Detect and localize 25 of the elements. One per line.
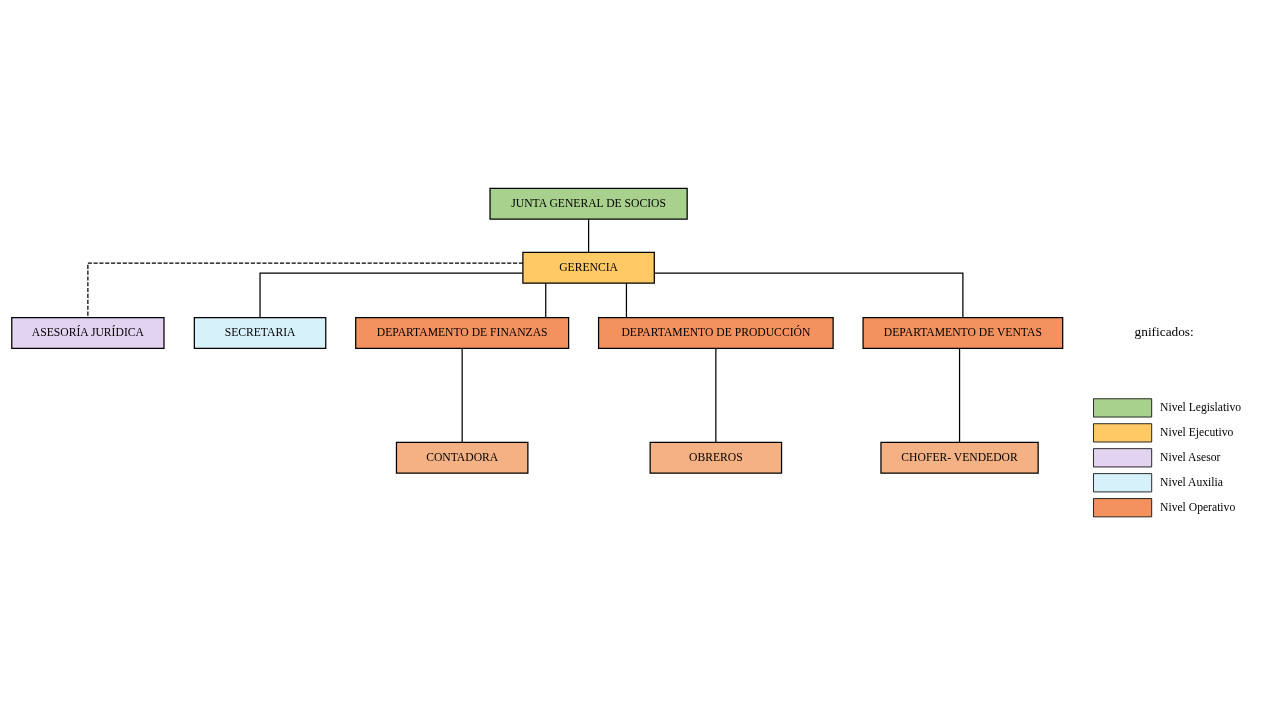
connector — [958, 347, 961, 443]
connector — [715, 347, 717, 443]
legend-label: Nivel Asesor — [1160, 450, 1221, 464]
connector — [545, 282, 547, 319]
legend-label: Nivel Legislativo — [1160, 400, 1242, 414]
node-box: DEPARTAMENTO DE VENTAS — [862, 317, 1064, 350]
legend-label: Nivel Operativo — [1160, 500, 1236, 514]
connector — [625, 282, 628, 319]
legend-label: Nivel Ejecutivo — [1160, 425, 1234, 439]
node-box: OBREROS — [649, 441, 783, 474]
label: gnificados: — [1134, 324, 1194, 340]
node-box: CHOFER- VENDEDOR — [880, 441, 1039, 474]
connector — [259, 272, 524, 319]
node-box: JUNTA GENERAL DE SOCIOS — [489, 187, 688, 220]
connector — [461, 347, 463, 443]
connector — [587, 218, 590, 253]
node-box: DEPARTAMENTO DE PRODUCCIÓN — [597, 317, 834, 350]
node-box: SECRETARIA — [193, 317, 327, 350]
node-box: GERENCIA — [522, 251, 655, 284]
node-box: ASESORÍA JURÍDICA — [11, 317, 165, 350]
legend-label: Nivel Auxilia — [1160, 475, 1223, 489]
node-box: DEPARTAMENTO DE FINANZAS — [355, 317, 570, 350]
node-box: CONTADORA — [395, 441, 529, 474]
connector — [87, 262, 524, 319]
connector — [653, 272, 964, 319]
